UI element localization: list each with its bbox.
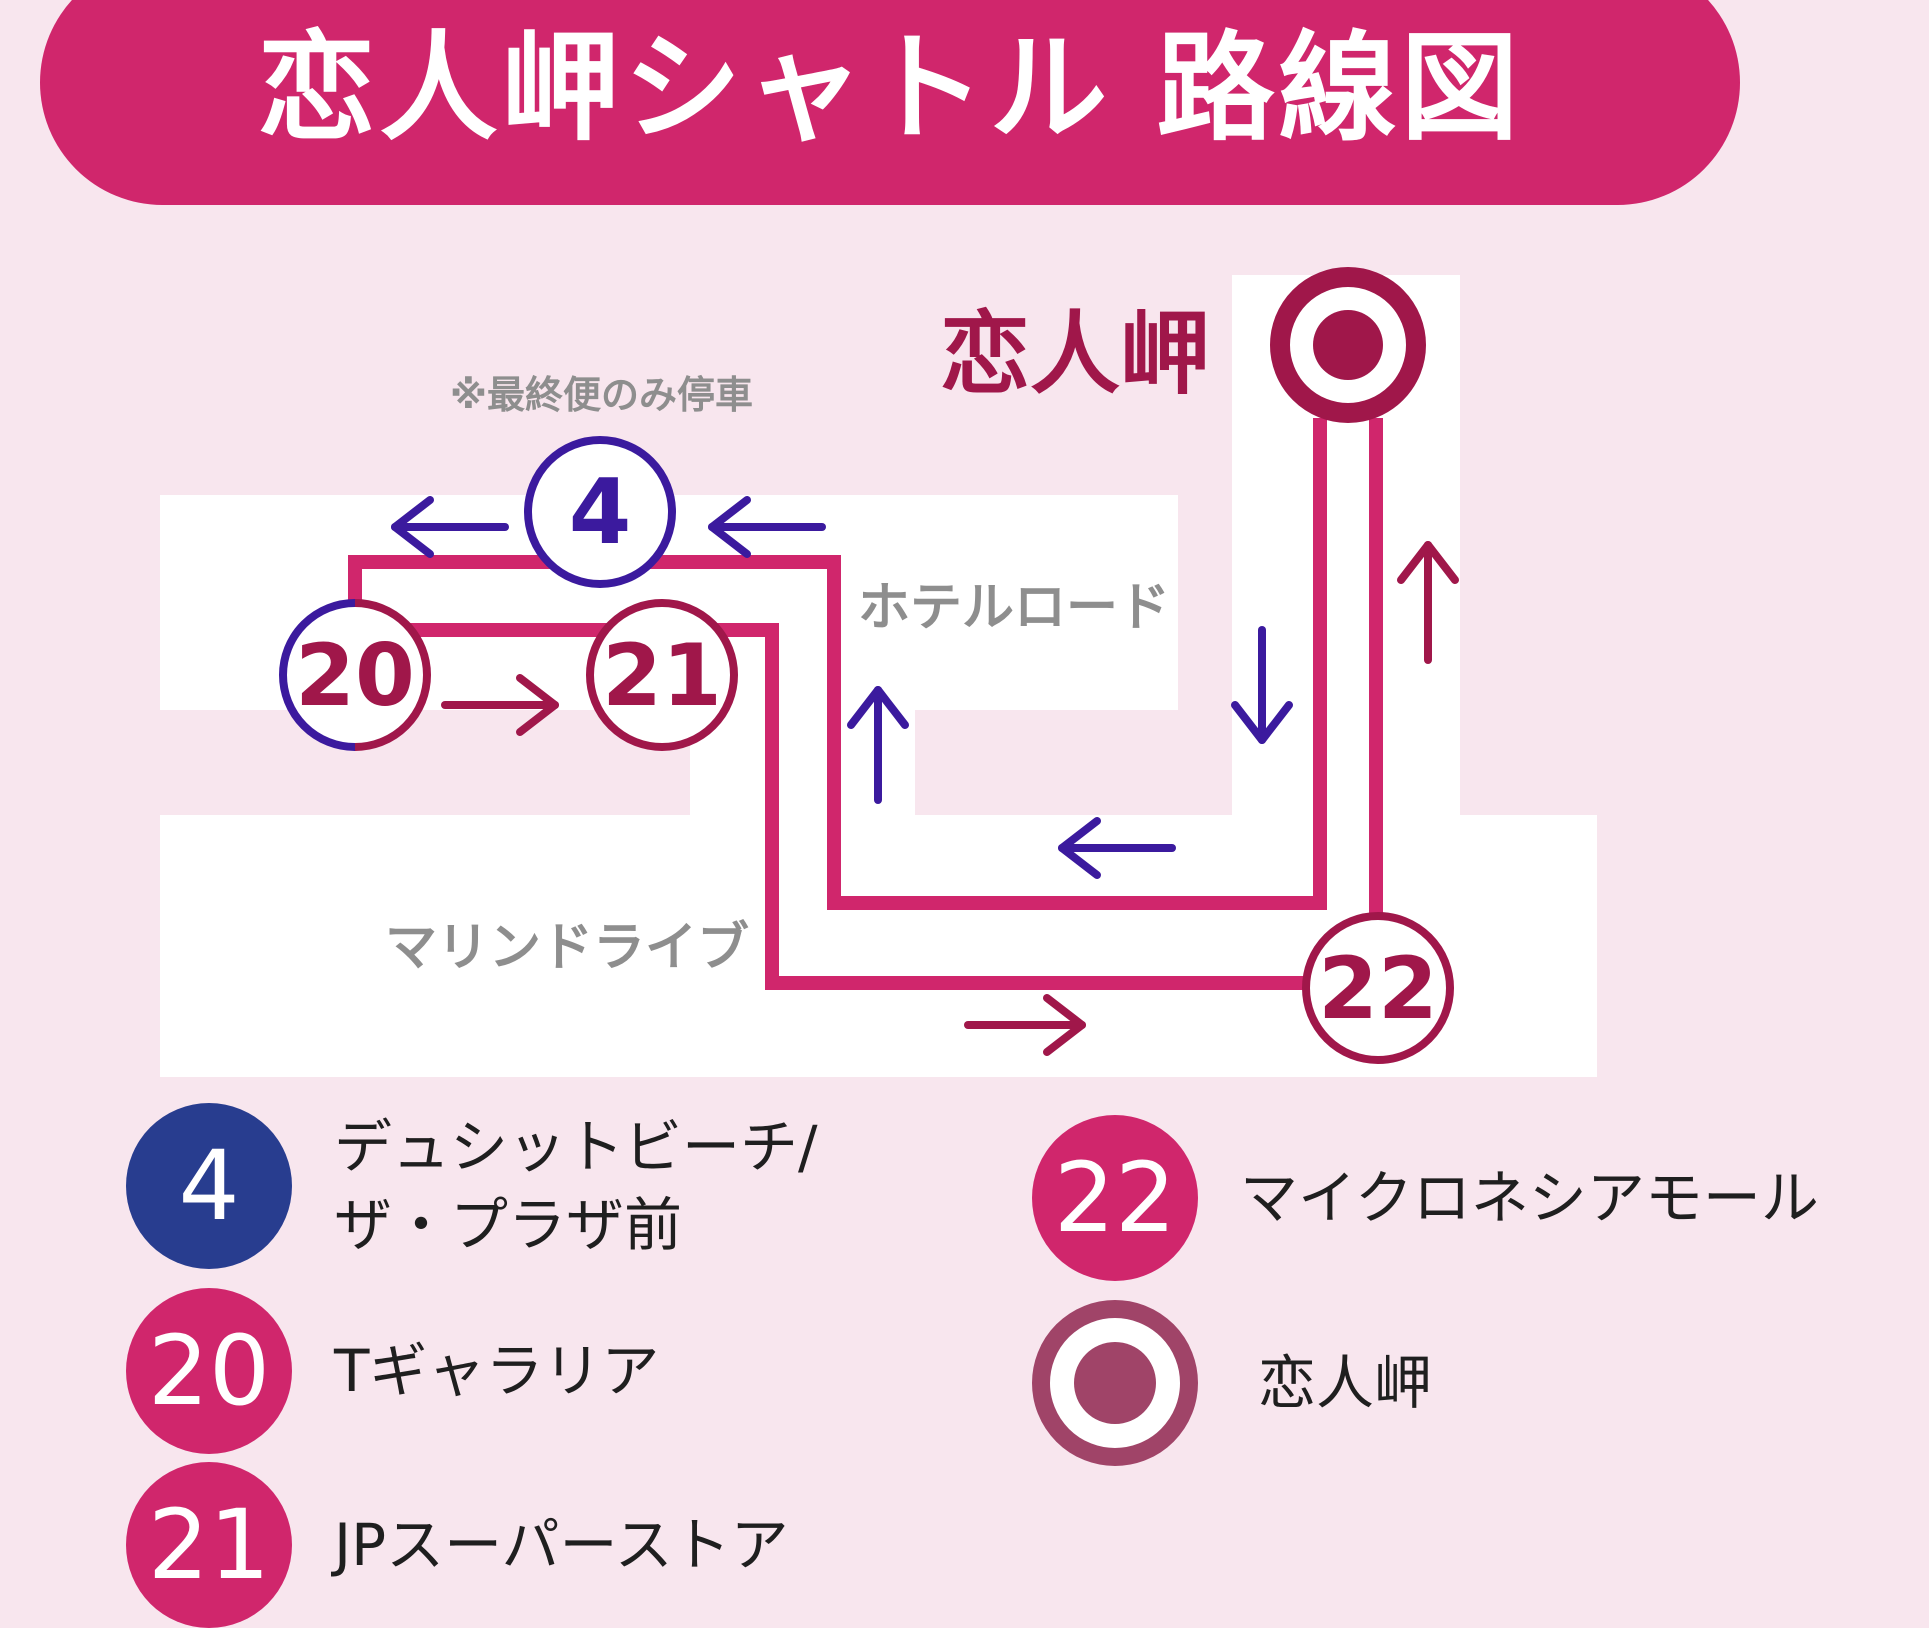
legend-label-21-line1: JPスーパーストア xyxy=(334,1511,789,1579)
stop-21-marker: 21 xyxy=(586,599,738,751)
arrow-down-icon xyxy=(1231,626,1293,744)
legend-badge-22: 22 xyxy=(1032,1115,1198,1281)
legend-label-4-line2: ザ・プラザ前 xyxy=(334,1191,683,1259)
arrow-left-icon xyxy=(708,496,826,558)
arrow-up-icon xyxy=(847,686,909,804)
legend-label-22: マイクロネシアモール xyxy=(1240,1159,1819,1237)
last-bus-note: ※最終便のみ停車 xyxy=(450,373,753,417)
terminal-koibito-misaki xyxy=(1270,267,1426,423)
arrow-left-icon xyxy=(1058,817,1176,879)
legend-label-20-line1: Tギャラリア xyxy=(334,1337,660,1405)
stop-4-marker: 4 xyxy=(524,436,676,588)
legend-item-terminal: 恋人岬 xyxy=(1032,1300,1432,1466)
terminal-legend-icon xyxy=(1032,1300,1198,1466)
arrow-right-icon xyxy=(441,674,559,736)
arrow-up-icon xyxy=(1397,541,1459,664)
legend-badge-20: 20 xyxy=(126,1288,292,1454)
stop-4-label: 4 xyxy=(569,460,632,565)
route-outer xyxy=(348,418,1327,910)
legend-item-4: 4 デュシットビーチ/ ザ・プラザ前 xyxy=(126,1103,818,1269)
arrow-left-icon xyxy=(391,496,509,558)
stop-22-marker: 22 xyxy=(1302,912,1454,1064)
legend-label-21: JPスーパーストア xyxy=(334,1506,789,1584)
terminal-dot-icon xyxy=(1074,1342,1156,1424)
stop-21-label: 21 xyxy=(602,626,722,726)
legend-badge-4: 4 xyxy=(126,1103,292,1269)
marine-drive-label: マリンドライブ xyxy=(385,918,749,978)
hotel-road-label: ホテルロード xyxy=(858,578,1170,638)
stop-20-marker: 20 xyxy=(279,599,431,751)
terminal-label: 恋人岬 xyxy=(940,302,1210,407)
legend-label-4: デュシットビーチ/ ザ・プラザ前 xyxy=(334,1108,818,1264)
legend-label-terminal-line1: 恋人岬 xyxy=(1258,1349,1433,1417)
legend-badge-21: 21 xyxy=(126,1462,292,1628)
legend-item-21: 21 JPスーパーストア xyxy=(126,1462,789,1628)
legend-label-22-line1: マイクロネシアモール xyxy=(1240,1164,1819,1232)
legend-item-20: 20 Tギャラリア xyxy=(126,1288,659,1454)
legend-label-4-line1: デュシットビーチ/ xyxy=(334,1113,818,1181)
page-title: 恋人岬シャトル 路線図 xyxy=(257,19,1523,157)
arrow-right-icon xyxy=(964,994,1086,1056)
stop-22-label: 22 xyxy=(1318,939,1438,1039)
stop-20-label: 20 xyxy=(295,626,415,726)
legend-label-terminal: 恋人岬 xyxy=(1258,1344,1432,1422)
direction-arrows xyxy=(391,496,1459,1056)
legend-item-22: 22 マイクロネシアモール xyxy=(1032,1115,1819,1281)
title-banner: 恋人岬シャトル 路線図 xyxy=(40,0,1740,205)
legend-label-20: Tギャラリア xyxy=(334,1332,659,1410)
